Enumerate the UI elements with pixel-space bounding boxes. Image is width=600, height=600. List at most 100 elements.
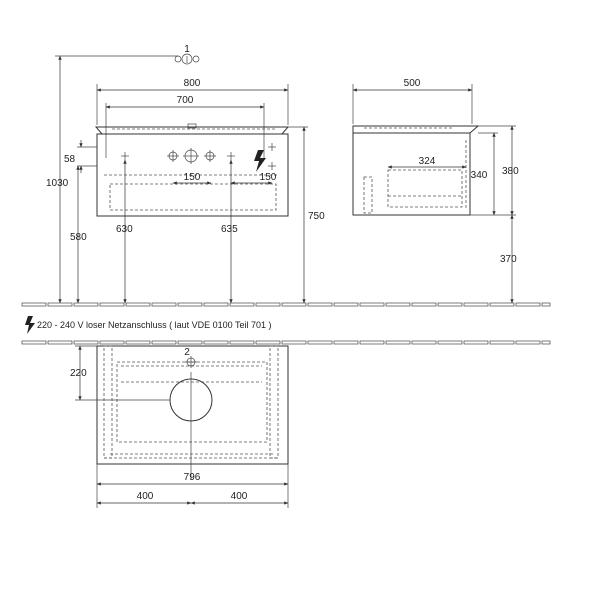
- wall-segment: [73, 340, 99, 345]
- dimension-800: 800: [96, 78, 289, 125]
- side-countertop: [352, 125, 480, 134]
- floor-segment: [73, 302, 99, 307]
- floor-segment: [333, 302, 359, 307]
- dimension-324: 324: [387, 156, 467, 169]
- callout-2-label: 2: [184, 347, 190, 358]
- dimension-370: 370: [500, 214, 517, 304]
- dimension-500: 500: [352, 78, 473, 124]
- floor-segment: [125, 302, 151, 307]
- width-796-label: 796: [184, 472, 201, 483]
- floor-segment: [203, 302, 229, 307]
- floor-segment: [229, 302, 255, 307]
- floor-segment: [541, 302, 551, 307]
- width-700-label: 700: [177, 95, 194, 106]
- depth-500-label: 500: [404, 78, 421, 89]
- wall-segment: [99, 340, 125, 345]
- floor-segment: [385, 302, 411, 307]
- cabinet-front: [96, 133, 289, 217]
- floor-segment: [489, 302, 515, 307]
- power-note: 220 - 240 V loser Netzanschluss ( laut V…: [25, 316, 271, 334]
- drawer-outline: [109, 183, 277, 211]
- wall-segment: [437, 340, 463, 345]
- wall-segment: [515, 340, 541, 345]
- floor-segment: [177, 302, 203, 307]
- floor-segment: [411, 302, 437, 307]
- dimension-750: 750: [288, 126, 325, 304]
- side-view: 500 324 340 380 370: [352, 78, 519, 304]
- height-635-label: 635: [221, 224, 238, 235]
- dimension-400-right: 400: [190, 491, 289, 505]
- plan-cabinet: [96, 345, 289, 465]
- wall-segment: [385, 340, 411, 345]
- power-connection-icon: [254, 150, 266, 172]
- wall-segment: [203, 340, 229, 345]
- wall-segment: [333, 340, 359, 345]
- dimension-58: 58: [64, 140, 97, 173]
- floor-segment: [47, 302, 73, 307]
- spacing-150-right-label: 150: [260, 172, 277, 183]
- callout-1: 1: [174, 44, 200, 65]
- front-view: 1 800 700: [46, 44, 325, 304]
- height-630-label: 630: [116, 224, 133, 235]
- dimension-796: 796: [96, 464, 289, 508]
- depth-offset-220-label: 220: [70, 368, 87, 379]
- wall-segment: [177, 340, 203, 345]
- plan-view: 2 220 796 400 400: [70, 345, 289, 508]
- outer-height-380-label: 380: [502, 166, 519, 177]
- floor-segment: [463, 302, 489, 307]
- dimension-340: 340: [470, 132, 516, 216]
- floor-segment: [99, 302, 125, 307]
- wall-segment: [255, 340, 281, 345]
- wall-segment: [21, 340, 47, 345]
- height-750-label: 750: [308, 211, 325, 222]
- wall-segment: [125, 340, 151, 345]
- floor-segment: [281, 302, 307, 307]
- wall-segment: [229, 340, 255, 345]
- callout-1-label: 1: [184, 44, 190, 55]
- floor-height-370-label: 370: [500, 254, 517, 265]
- power-note-text: 220 - 240 V loser Netzanschluss ( laut V…: [37, 320, 271, 330]
- wall-segment: [47, 340, 73, 345]
- height-580-label: 580: [70, 232, 87, 243]
- side-cabinet: [352, 132, 471, 216]
- floor-segment: [359, 302, 385, 307]
- offset-58-label: 58: [64, 154, 76, 165]
- body-height-340-label: 340: [471, 170, 488, 181]
- dimension-635: 635: [221, 159, 238, 304]
- wall-segment: [541, 340, 551, 345]
- wall-segment: [489, 340, 515, 345]
- dimension-220: 220: [70, 345, 170, 401]
- wall-segment: [307, 340, 333, 345]
- dimension-150-right: 150: [230, 172, 277, 185]
- inner-depth-324-label: 324: [419, 156, 436, 167]
- floor-segment: [151, 302, 177, 307]
- floor-segment: [21, 302, 47, 307]
- floor-line: [21, 302, 551, 307]
- pipe-connections: [121, 143, 276, 170]
- dimension-630: 630: [116, 159, 133, 304]
- floor-segment: [437, 302, 463, 307]
- dimension-400-left: 400: [96, 491, 192, 505]
- wall-segment: [281, 340, 307, 345]
- spacing-150-left-label: 150: [184, 172, 201, 183]
- wall-segment: [411, 340, 437, 345]
- lightning-bolt-icon: [25, 316, 35, 334]
- dimension-380: 380: [478, 125, 519, 216]
- callout-2: 2: [184, 347, 197, 368]
- half-400-right-label: 400: [231, 491, 248, 502]
- floor-segment: [307, 302, 333, 307]
- dimension-150-left: 150: [172, 172, 212, 185]
- wall-segment: [151, 340, 177, 345]
- wall-segment: [359, 340, 385, 345]
- wall-line: [21, 340, 551, 345]
- half-400-left-label: 400: [137, 491, 154, 502]
- dimension-580: 580: [70, 165, 87, 304]
- width-800-label: 800: [184, 78, 201, 89]
- height-1030-label: 1030: [46, 178, 69, 189]
- floor-segment: [515, 302, 541, 307]
- wall-segment: [463, 340, 489, 345]
- dimension-1030: 1030: [46, 55, 178, 304]
- floor-segment: [255, 302, 281, 307]
- dimension-700: 700: [105, 95, 265, 158]
